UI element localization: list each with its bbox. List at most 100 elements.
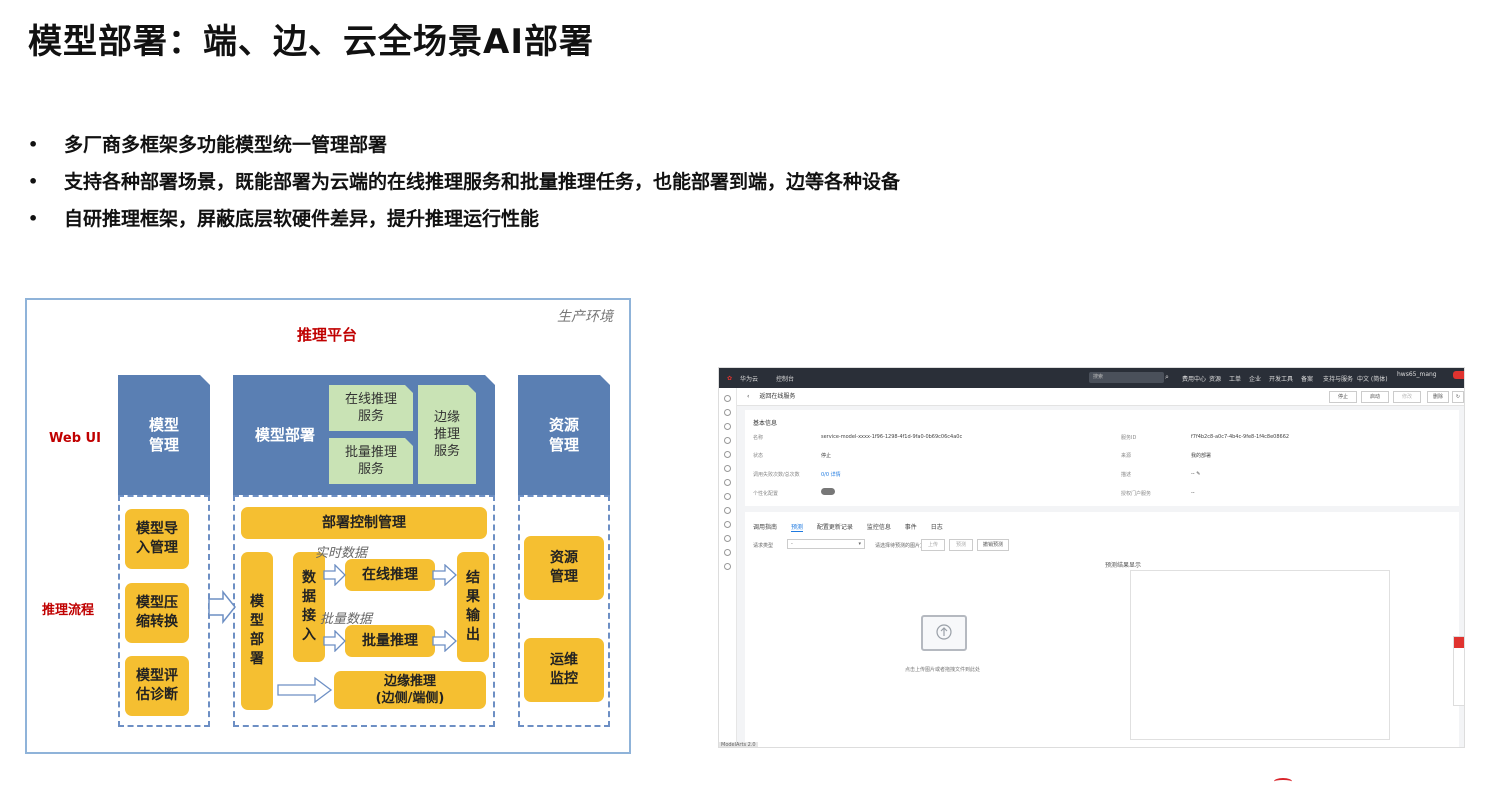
nav-icon[interactable] <box>724 437 731 444</box>
tab-batch-service: 批量推理 服务 <box>329 438 413 484</box>
bullet-marker: • <box>28 172 39 191</box>
notification-badge[interactable] <box>1453 371 1464 379</box>
menu-icon[interactable] <box>724 395 731 402</box>
pill-batch-inference: 批量推理 <box>345 625 435 657</box>
nav-icon[interactable] <box>724 521 731 528</box>
slide-title: 模型部署：端、边、云全场景AI部署 <box>28 22 594 62</box>
language-selector[interactable]: 中文 (简体) <box>1357 376 1388 383</box>
row-label-webui: Web UI <box>49 431 101 446</box>
stop-button[interactable]: 停止 <box>1329 391 1357 403</box>
nav-icon[interactable] <box>724 549 731 556</box>
corner-logo-icon <box>1274 778 1292 785</box>
chevron-down-icon: ▾ <box>858 541 861 547</box>
toggle-switch[interactable] <box>821 488 835 495</box>
result-title: 预测结果显示 <box>1105 562 1142 569</box>
pill-result-output: 结 果 输 出 <box>457 552 489 662</box>
nav-icon[interactable] <box>724 465 731 472</box>
pill-model-evaluate: 模型评 估诊断 <box>125 656 189 716</box>
tab-events[interactable]: 事件 <box>904 524 917 531</box>
upload-button[interactable]: 上传 <box>921 539 945 551</box>
topbar-link[interactable]: 备案 <box>1301 376 1314 383</box>
user-menu[interactable]: hws65_mang <box>1397 371 1437 378</box>
back-icon[interactable]: ‹ <box>747 393 750 400</box>
clear-button[interactable]: 撤销预测 <box>977 539 1009 551</box>
pill-model-import: 模型导 入管理 <box>125 509 189 569</box>
page-title: 返回在线服务 <box>759 393 796 400</box>
center-dashed-group <box>233 495 495 727</box>
arrow-icon <box>432 564 457 586</box>
tab-monitor[interactable]: 监控信息 <box>866 524 891 531</box>
upload-dropzone[interactable] <box>921 615 967 651</box>
arrow-icon <box>208 590 236 624</box>
bullet-item: •自研推理框架，屏蔽底层软硬件差异，提升推理运行性能 <box>28 204 900 241</box>
feedback-icon[interactable] <box>1454 637 1464 648</box>
nav-icon[interactable] <box>724 423 731 430</box>
field-label: 描述 <box>1121 472 1132 478</box>
tab-logs[interactable]: 日志 <box>930 524 943 531</box>
right-dashed-group <box>518 495 610 727</box>
search-icon[interactable]: ⌕ <box>1165 373 1169 381</box>
head-resource-mgmt: 资源 管理 <box>518 375 610 495</box>
label-realtime-data: 实时数据 <box>315 546 368 561</box>
cloud-upload-icon <box>936 624 952 640</box>
architecture-diagram: 生产环境 推理平台 Web UI 推理流程 模型 管理 模型部署 资源 管理 在… <box>25 298 631 754</box>
field-label: 调用失败次数/总次数 <box>753 472 800 478</box>
arrow-icon <box>323 630 346 652</box>
field-value[interactable]: 0/0 详情 <box>821 472 841 478</box>
brand-name: 华为云 <box>740 375 759 383</box>
request-type-select[interactable]: -▾ <box>787 539 865 549</box>
nav-icon[interactable] <box>724 493 731 500</box>
upload-hint: 请选择待预测的图片文件 <box>875 543 931 549</box>
label-batch-data: 批量数据 <box>320 612 373 627</box>
nav-icon[interactable] <box>724 507 731 514</box>
bullet-item: •支持各种部署场景，既能部署为云端的在线推理服务和批量推理任务，也能部署到端，边… <box>28 167 900 204</box>
field-value: 我的部署 <box>1191 453 1212 459</box>
nav-icon[interactable] <box>724 563 731 570</box>
pill-online-inference: 在线推理 <box>345 559 435 591</box>
bullet-marker: • <box>28 209 39 228</box>
topbar-link[interactable]: 费用中心 <box>1182 376 1207 383</box>
tab-predict[interactable]: 预测 <box>790 524 803 532</box>
topbar-link[interactable]: 支持与服务 <box>1323 376 1354 383</box>
platform-title: 推理平台 <box>297 326 358 344</box>
field-value: 停止 <box>821 453 832 459</box>
pill-edge-inference: 边缘推理 (边侧/端侧) <box>334 671 486 709</box>
tab-call-guide[interactable]: 调用指南 <box>753 524 778 531</box>
search-input[interactable]: 搜索 <box>1089 372 1164 383</box>
field-label: 服务ID <box>1121 435 1137 441</box>
pill-model-compress: 模型压 缩转换 <box>125 583 189 643</box>
arrow-icon <box>277 676 333 704</box>
result-panel <box>1130 570 1390 740</box>
tab-online-service: 在线推理 服务 <box>329 385 413 431</box>
field-value[interactable]: -- ✎ <box>1191 471 1201 477</box>
tab-config-history[interactable]: 配置更新记录 <box>816 524 853 531</box>
nav-icon[interactable] <box>724 479 731 486</box>
pill-resource-mgmt: 资源 管理 <box>524 536 604 600</box>
row-label-flow: 推理流程 <box>42 603 95 618</box>
head-model-mgmt: 模型 管理 <box>118 375 210 495</box>
refresh-icon[interactable]: ↻ <box>1452 391 1464 403</box>
bullet-list: •多厂商多框架多功能模型统一管理部署 •支持各种部署场景，既能部署为云端的在线推… <box>28 130 900 241</box>
console-page-header: ‹ 返回在线服务 停止 启动 修改 删除 ↻ <box>737 388 1464 406</box>
nav-icon[interactable] <box>724 451 731 458</box>
region-selector[interactable]: 控制台 <box>776 375 795 383</box>
topbar-link[interactable]: 开发工具 <box>1269 376 1294 383</box>
pill-data-input: 数 据 接 入 <box>293 552 325 662</box>
topbar-link[interactable]: 资源 <box>1209 376 1222 383</box>
version-badge: ModelArts 2.0 <box>719 742 758 748</box>
pill-deploy-control: 部署控制管理 <box>241 507 487 539</box>
start-button[interactable]: 启动 <box>1361 391 1389 403</box>
delete-button[interactable]: 删除 <box>1427 391 1449 403</box>
field-label: 来源 <box>1121 453 1132 459</box>
predict-button[interactable]: 预测 <box>949 539 973 551</box>
nav-icon[interactable] <box>724 535 731 542</box>
nav-icon[interactable] <box>724 409 731 416</box>
field-label: 个性化配置 <box>753 491 779 497</box>
topbar-link[interactable]: 企业 <box>1249 376 1262 383</box>
topbar-link[interactable]: 工单 <box>1229 376 1242 383</box>
field-label: 状态 <box>753 453 764 459</box>
edit-button[interactable]: 修改 <box>1393 391 1421 403</box>
console-screenshot: ✿ 华为云 控制台 搜索 ⌕ 费用中心 资源 工单 企业 开发工具 备案 支持与… <box>718 367 1465 748</box>
basic-info-card: 基本信息 名称 service-model-xxxx-1f96-1298-4f1… <box>745 410 1459 506</box>
